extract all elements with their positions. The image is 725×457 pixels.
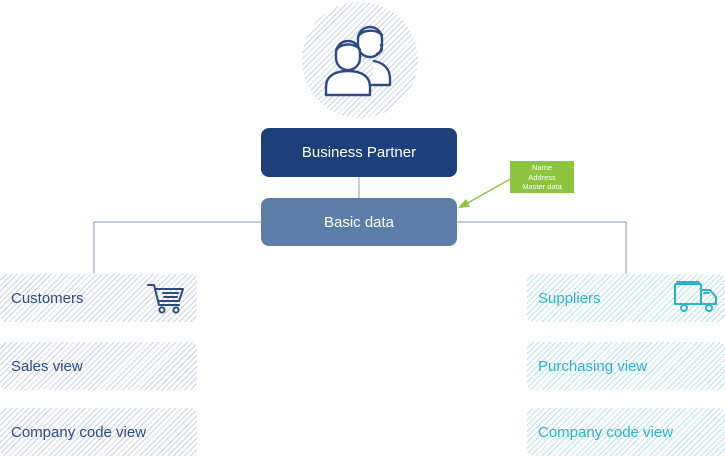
customers-label: Customers [11, 289, 84, 307]
sales-view-box: Sales view [0, 342, 197, 390]
note-line-name: Name [531, 163, 552, 172]
delivery-truck-icon [673, 281, 719, 313]
basic-data-note: Name Address Master data [510, 161, 574, 193]
basic-data-label: Basic data [323, 213, 395, 231]
business-partner-node: Business Partner [261, 128, 457, 177]
note-line-master-data: Master data [522, 182, 562, 191]
suppliers-label: Suppliers [538, 289, 601, 307]
note-line-address: Address [528, 172, 556, 182]
note-arrow [458, 177, 513, 208]
basic-data-node: Basic data [261, 198, 457, 246]
purchasing-view-box: Purchasing view [527, 342, 725, 390]
supplier-company-code-view-box: Company code view [527, 408, 725, 456]
supplier-company-code-view-label: Company code view [538, 423, 674, 441]
sales-view-label: Sales view [11, 357, 83, 375]
customer-company-code-view-box: Company code view [0, 408, 197, 456]
people-icon [302, 2, 418, 118]
purchasing-view-label: Purchasing view [538, 357, 648, 375]
customer-company-code-view-label: Company code view [11, 423, 147, 441]
business-partner-label: Business Partner [301, 144, 417, 161]
shopping-cart-icon [147, 283, 185, 315]
